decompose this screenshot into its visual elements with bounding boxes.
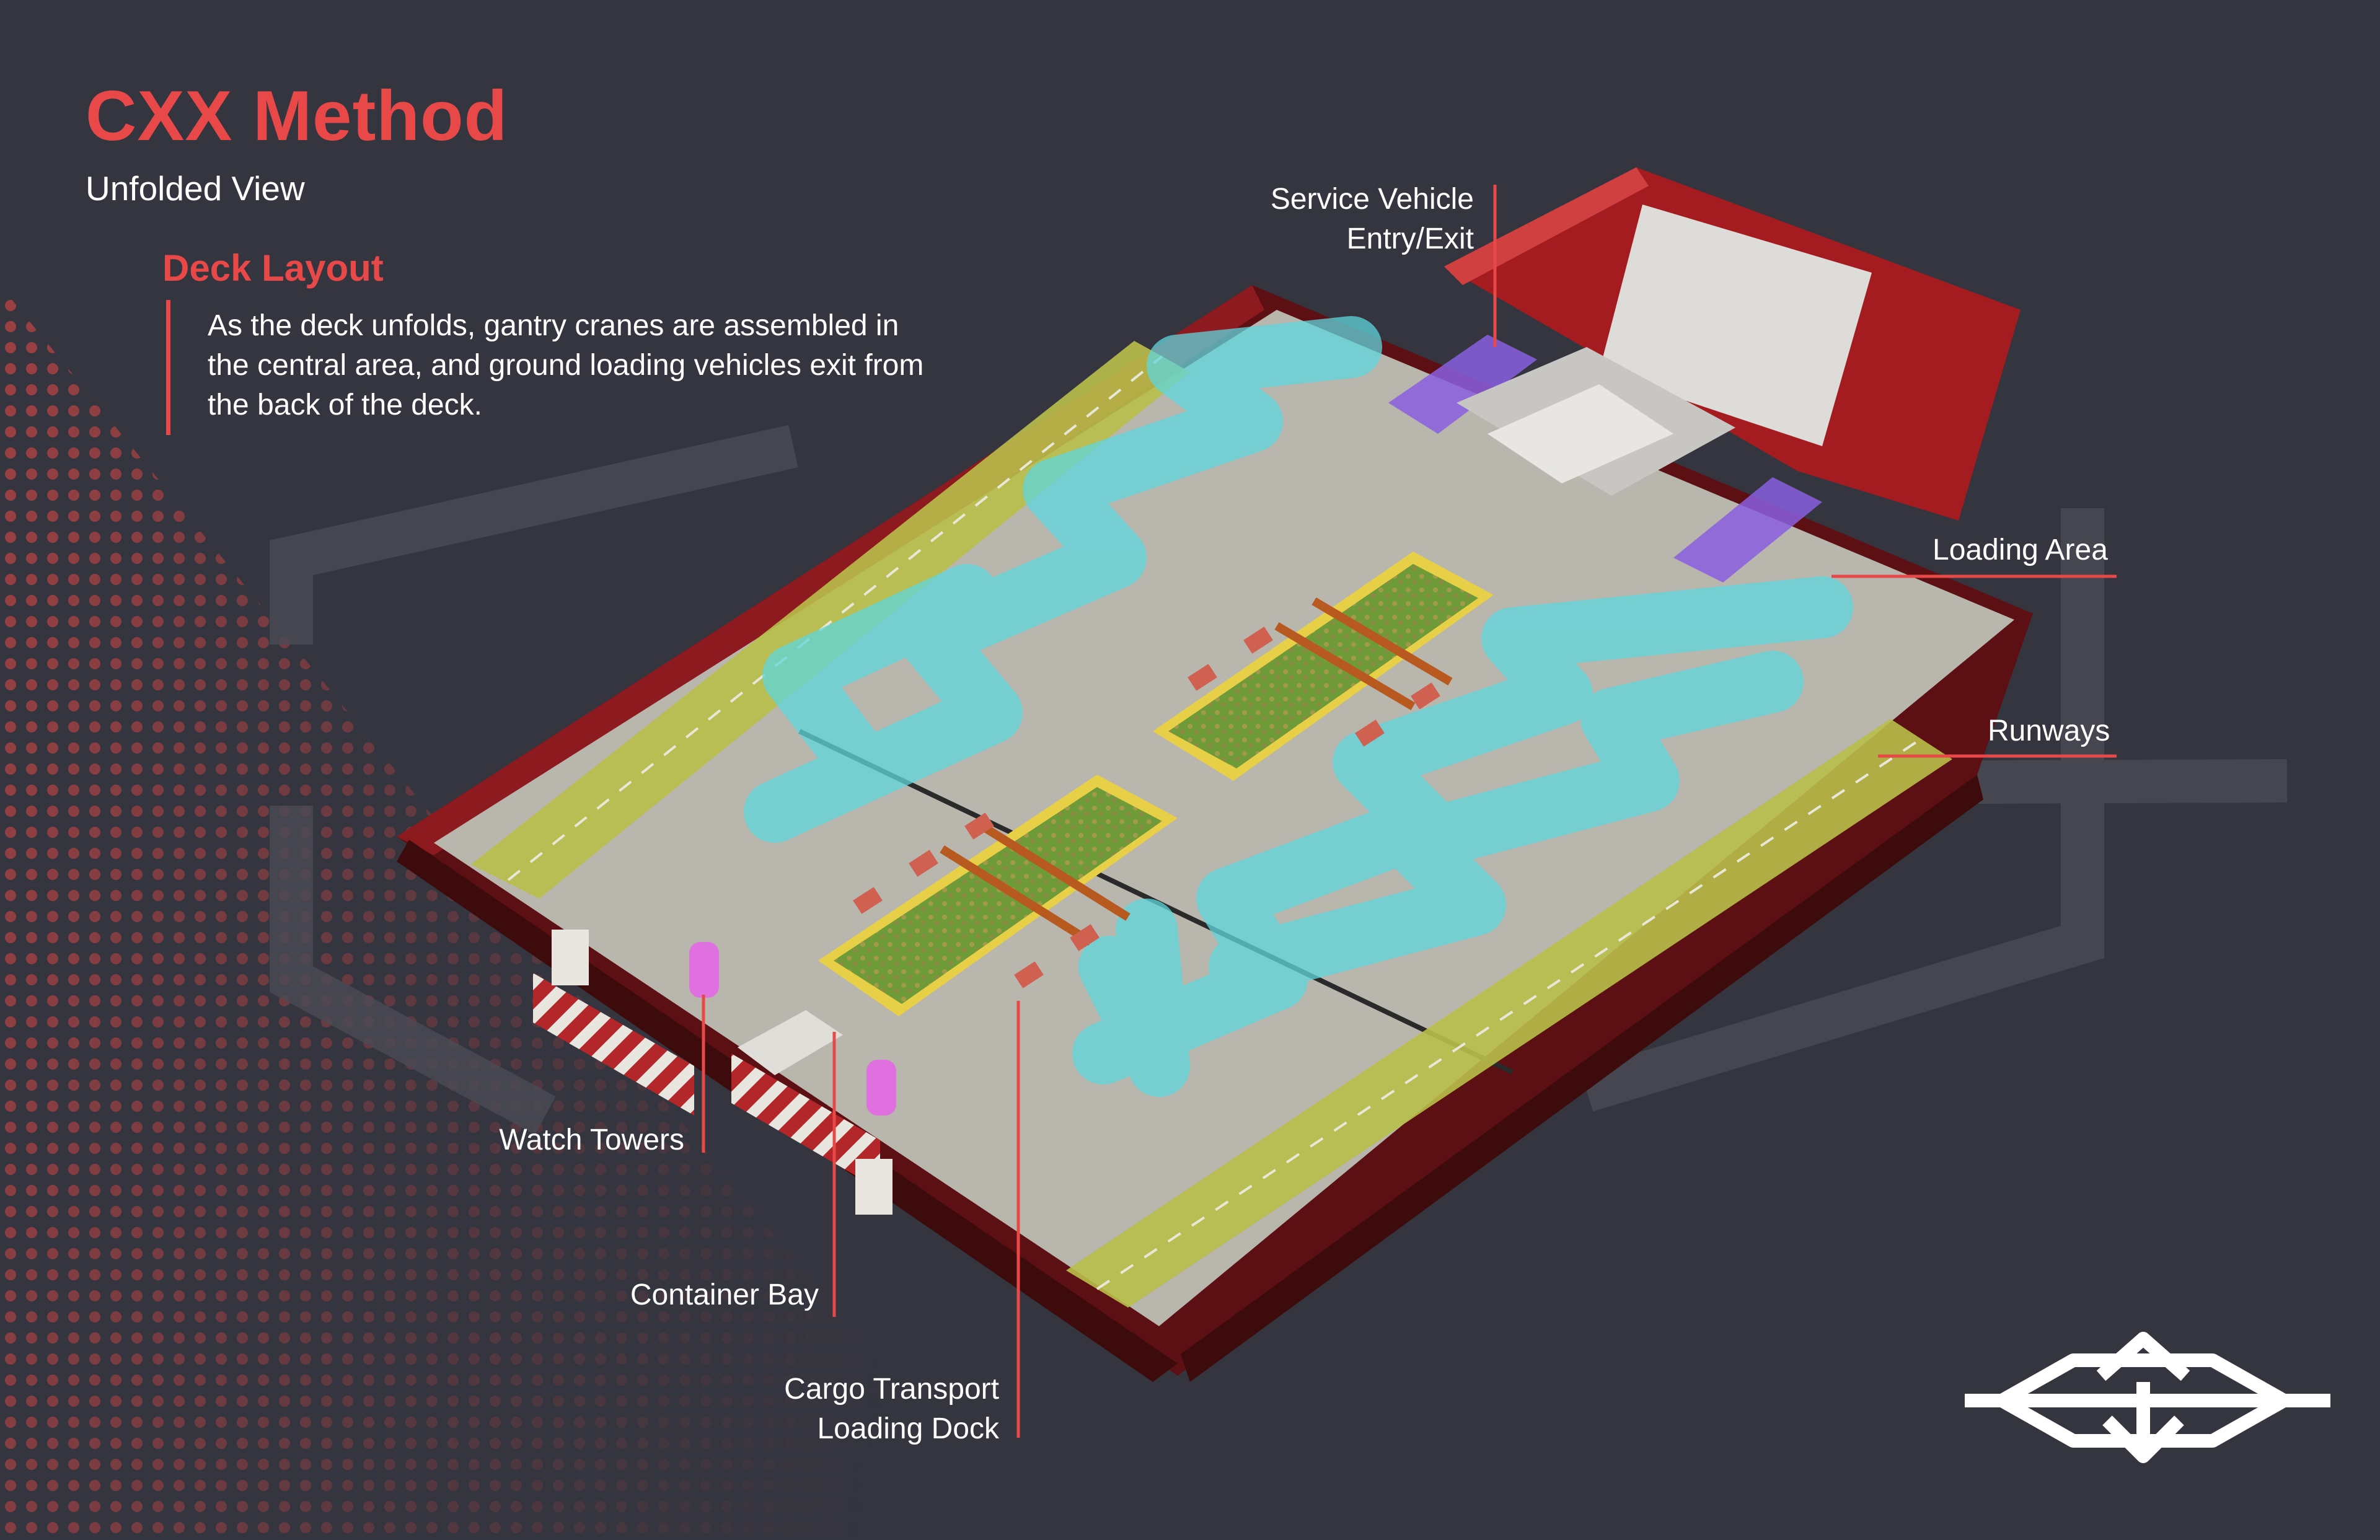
description-bar — [166, 300, 170, 435]
callout-service-vehicle-line2: Entry/Exit — [1346, 222, 1474, 255]
callout-container-bay: Container Bay — [630, 1278, 819, 1311]
deck-surface — [434, 310, 2014, 1326]
callout-lines — [702, 185, 2117, 1438]
gantry-cranes — [940, 597, 1453, 946]
watch-towers — [689, 942, 896, 1115]
callout-service-vehicle: Service Vehicle Entry/Exit — [1271, 180, 1474, 259]
callout-cargo-dock-line2: Loading Dock — [817, 1412, 999, 1445]
callout-cargo-dock: Cargo Transport Loading Dock — [784, 1370, 999, 1449]
ship-superstructure — [1444, 167, 2021, 521]
section-description: As the deck unfolds, gantry cranes are a… — [208, 309, 924, 421]
page-subtitle: Unfolded View — [86, 169, 305, 208]
page-title: CXX Method — [86, 77, 508, 156]
section-title: Deck Layout — [162, 247, 384, 289]
taxiways — [744, 316, 1853, 1097]
callout-service-vehicle-line1: Service Vehicle — [1270, 183, 1474, 216]
callout-cargo-dock-line1: Cargo Transport — [784, 1373, 999, 1406]
callout-loading-area: Loading Area — [1933, 534, 2108, 566]
bow-structures — [533, 930, 892, 1215]
container-bays — [818, 552, 1494, 1016]
cargo-markers — [853, 627, 1440, 988]
runway-left — [471, 341, 1190, 899]
cxx-method-emblem-icon — [1965, 1332, 2330, 1463]
callout-watch-towers: Watch Towers — [499, 1124, 684, 1156]
callout-runways: Runways — [1988, 715, 2110, 747]
loading-zones — [1388, 335, 1822, 583]
